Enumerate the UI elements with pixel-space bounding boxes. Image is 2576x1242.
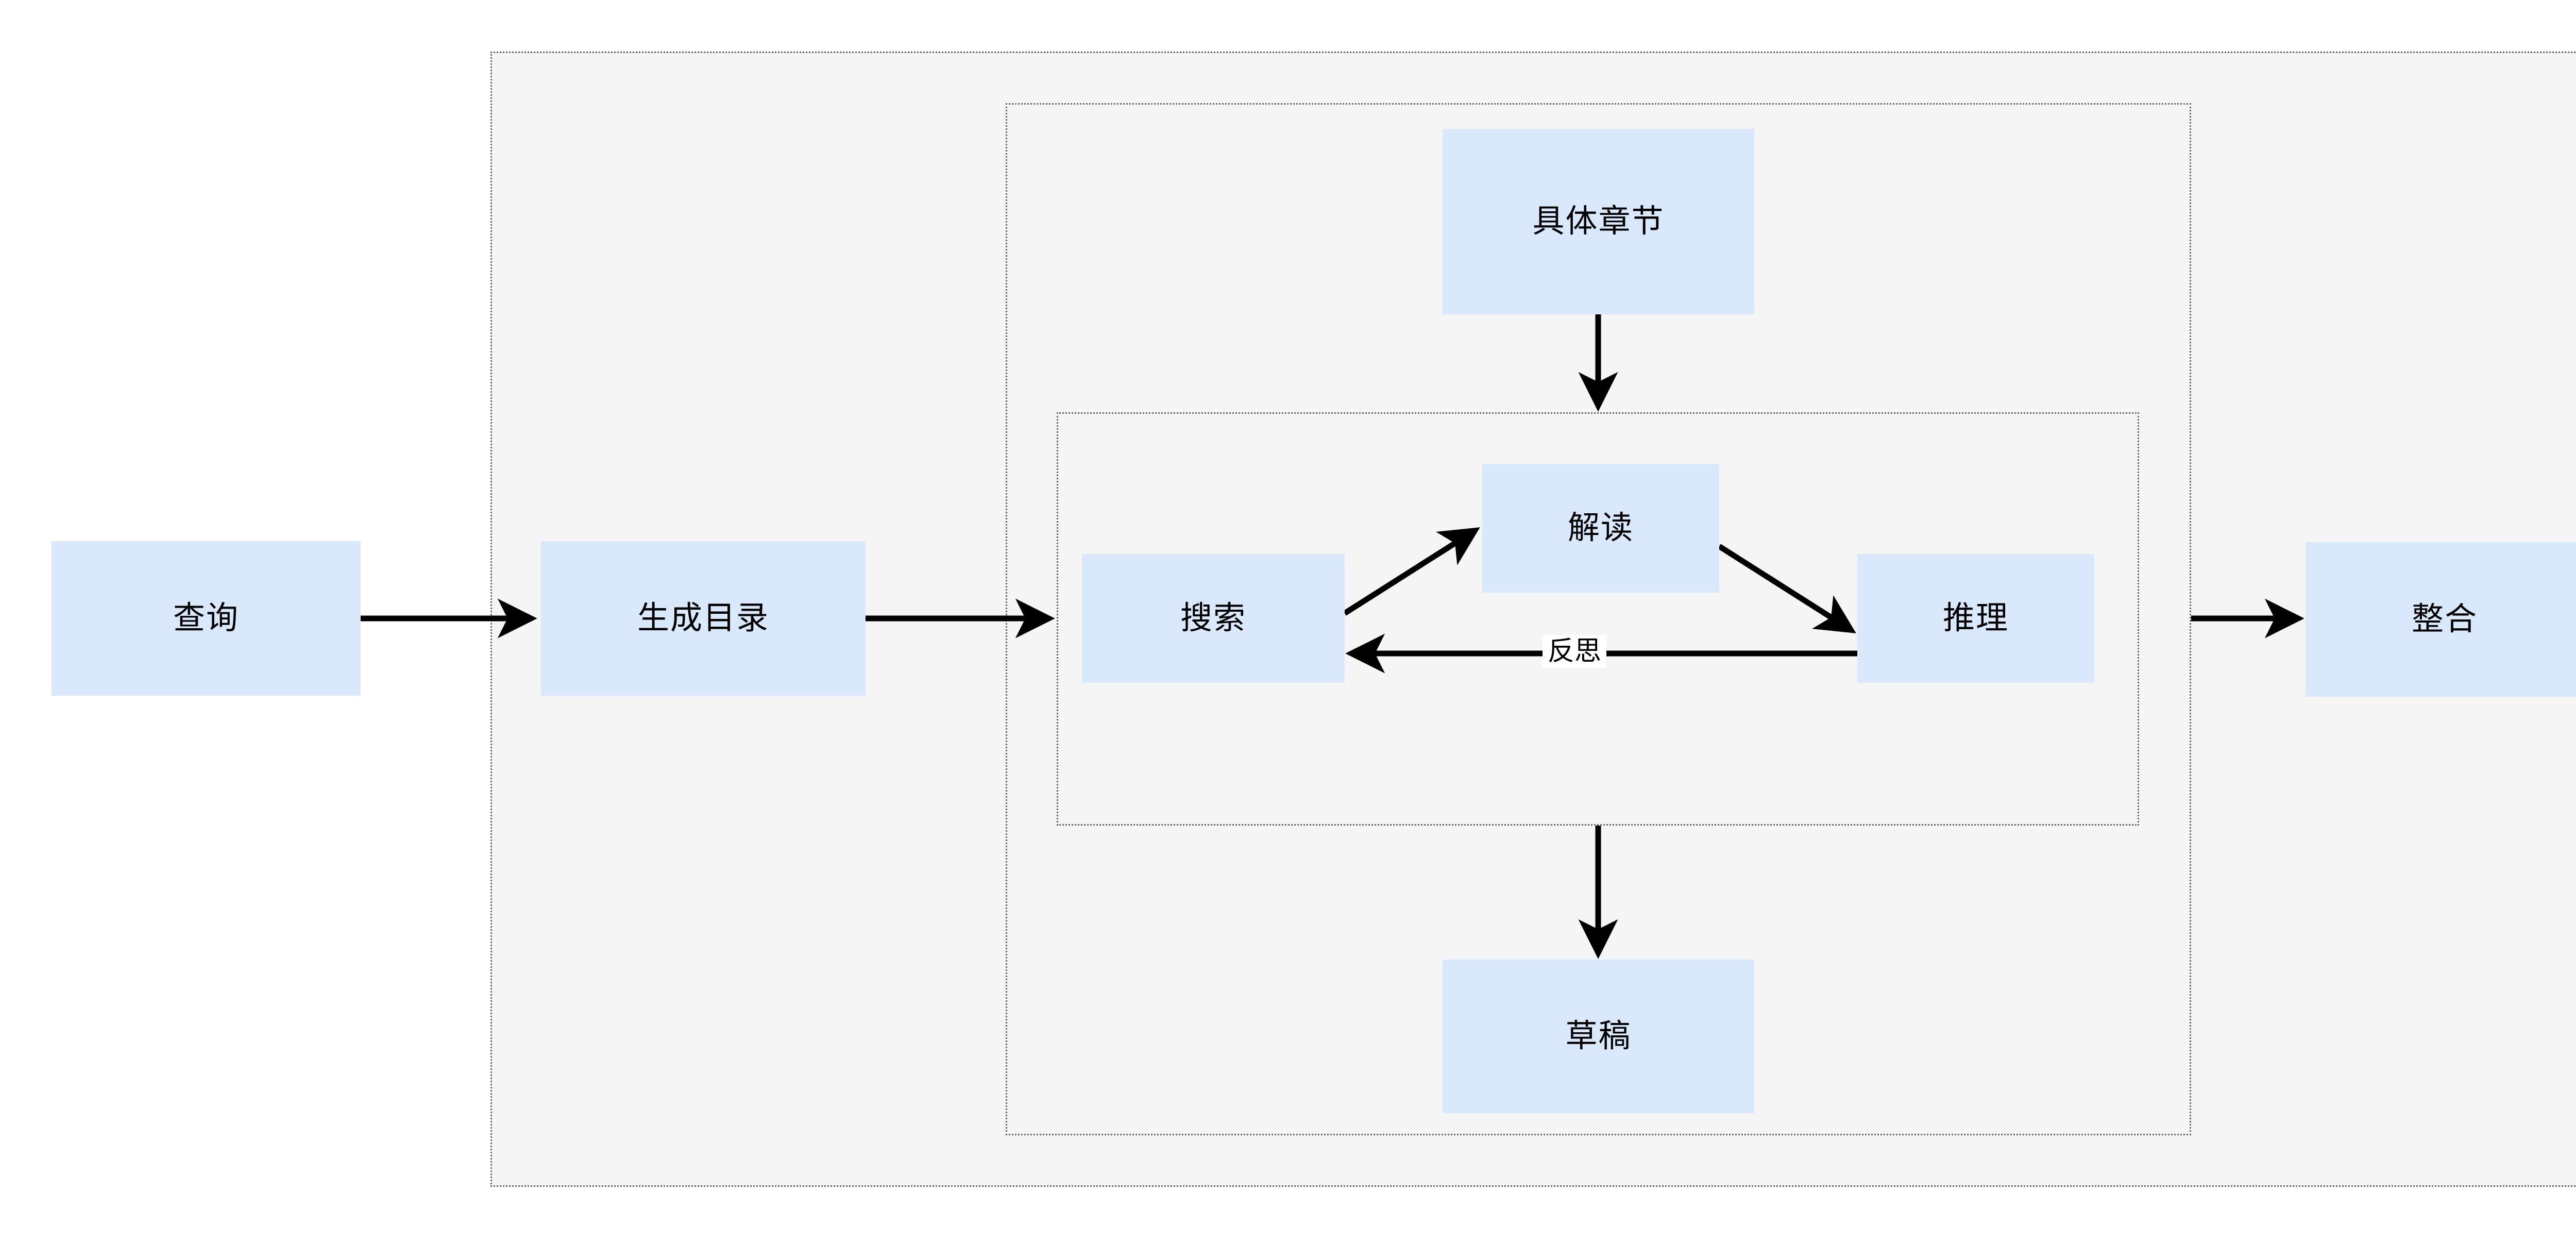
node-search[interactable]: 搜索	[1082, 554, 1345, 683]
node-interpret[interactable]: 解读	[1482, 464, 1719, 593]
node-chapter[interactable]: 具体章节	[1443, 129, 1754, 314]
node-draft[interactable]: 草稿	[1443, 960, 1754, 1113]
edge-label-reflect: 反思	[1543, 635, 1607, 668]
node-toc[interactable]: 生成目录	[541, 541, 866, 696]
node-query[interactable]: 查询	[52, 541, 361, 696]
node-reason[interactable]: 推理	[1857, 554, 2094, 683]
node-merge[interactable]: 整合	[2306, 542, 2576, 697]
inner-loop-container	[1057, 412, 2139, 826]
